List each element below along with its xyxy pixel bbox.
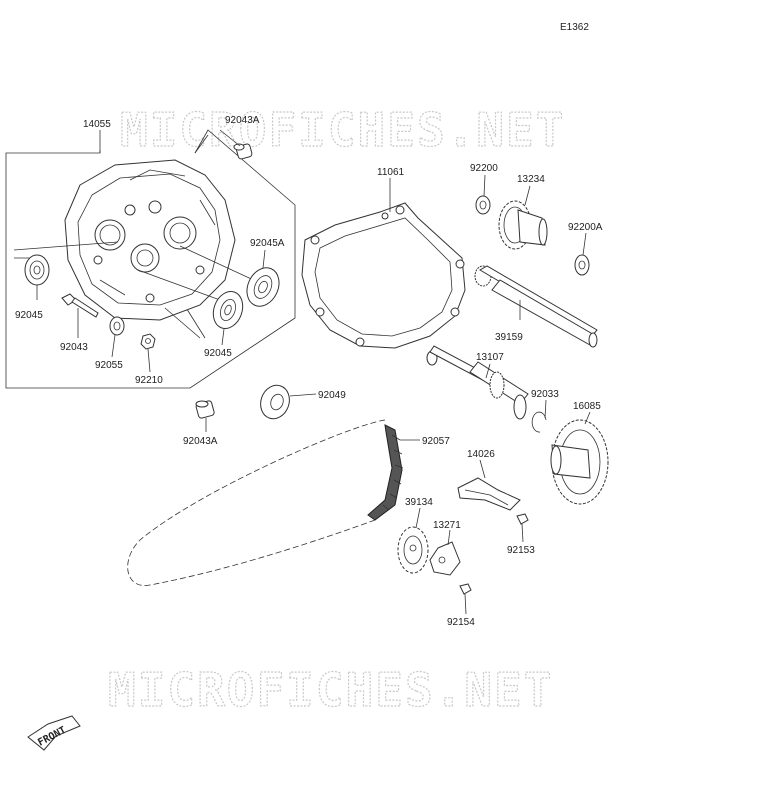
part-label-14055[interactable]: 14055: [83, 119, 111, 130]
sprocket-39134[interactable]: [397, 507, 429, 574]
dowel-pin-bottom[interactable]: [195, 400, 215, 432]
bearing-right-92045A[interactable]: [241, 249, 285, 311]
part-label-92043A-top[interactable]: 92043A: [225, 115, 260, 126]
part-label-39159[interactable]: 39159: [495, 332, 523, 343]
watermark-top: MICROFICHES.NET: [120, 103, 565, 157]
part-label-92153[interactable]: 92153: [507, 545, 535, 556]
plate-13271[interactable]: [429, 529, 461, 576]
part-label-92200A[interactable]: 92200A: [568, 222, 603, 233]
bolt-92043[interactable]: [61, 293, 99, 338]
circlip-92033[interactable]: [531, 399, 547, 433]
front-arrow: FRONT: [27, 715, 81, 751]
part-label-92055[interactable]: 92055: [95, 360, 123, 371]
part-label-13107[interactable]: 13107: [476, 352, 504, 363]
part-label-92200[interactable]: 92200: [470, 163, 498, 174]
bearing-left[interactable]: [24, 254, 50, 300]
bolt-92153[interactable]: [516, 513, 529, 543]
washer-92055[interactable]: [109, 316, 125, 358]
part-label-92033[interactable]: 92033: [531, 389, 559, 400]
part-label-92154[interactable]: 92154: [447, 617, 475, 628]
part-label-92043A-bottom[interactable]: 92043A: [183, 436, 218, 447]
part-label-92045A[interactable]: 92045A: [250, 238, 285, 249]
gear-16085[interactable]: [550, 411, 609, 505]
part-label-39134[interactable]: 39134: [405, 497, 433, 508]
gasket-11061[interactable]: [301, 178, 466, 349]
bolt-92154[interactable]: [459, 583, 472, 615]
nut-92210[interactable]: [140, 333, 156, 373]
shaft-13107[interactable]: [426, 345, 529, 420]
part-label-92045-center[interactable]: 92045: [204, 348, 232, 359]
dowel-pin-top[interactable]: [219, 129, 253, 160]
part-label-16085[interactable]: 16085: [573, 401, 601, 412]
part-label-13234[interactable]: 13234: [517, 174, 545, 185]
gear-13234[interactable]: [498, 185, 548, 250]
part-label-92045-left[interactable]: 92045: [15, 310, 43, 321]
oil-seal-92049[interactable]: [256, 381, 317, 423]
part-label-11061[interactable]: 11061: [377, 167, 405, 178]
watermark-bottom: MICROFICHES.NET: [108, 663, 553, 717]
bearing-center[interactable]: [208, 287, 247, 346]
washer-92200A[interactable]: [574, 232, 590, 276]
part-label-92043[interactable]: 92043: [60, 342, 88, 353]
diagram-code: E1362: [560, 22, 589, 33]
part-label-92210[interactable]: 92210: [135, 375, 163, 386]
part-label-13271[interactable]: 13271: [433, 520, 461, 531]
part-label-14026[interactable]: 14026: [467, 449, 495, 460]
crankcase-cover-group: [5, 129, 296, 389]
part-label-92057[interactable]: 92057: [422, 436, 450, 447]
washer-92200[interactable]: [475, 174, 491, 215]
chain-92057[interactable]: [127, 419, 420, 586]
guide-14026[interactable]: [457, 459, 521, 511]
shaft-39159[interactable]: [474, 265, 598, 348]
part-label-92049[interactable]: 92049: [318, 390, 346, 401]
crankcase-cover[interactable]: [64, 159, 236, 321]
